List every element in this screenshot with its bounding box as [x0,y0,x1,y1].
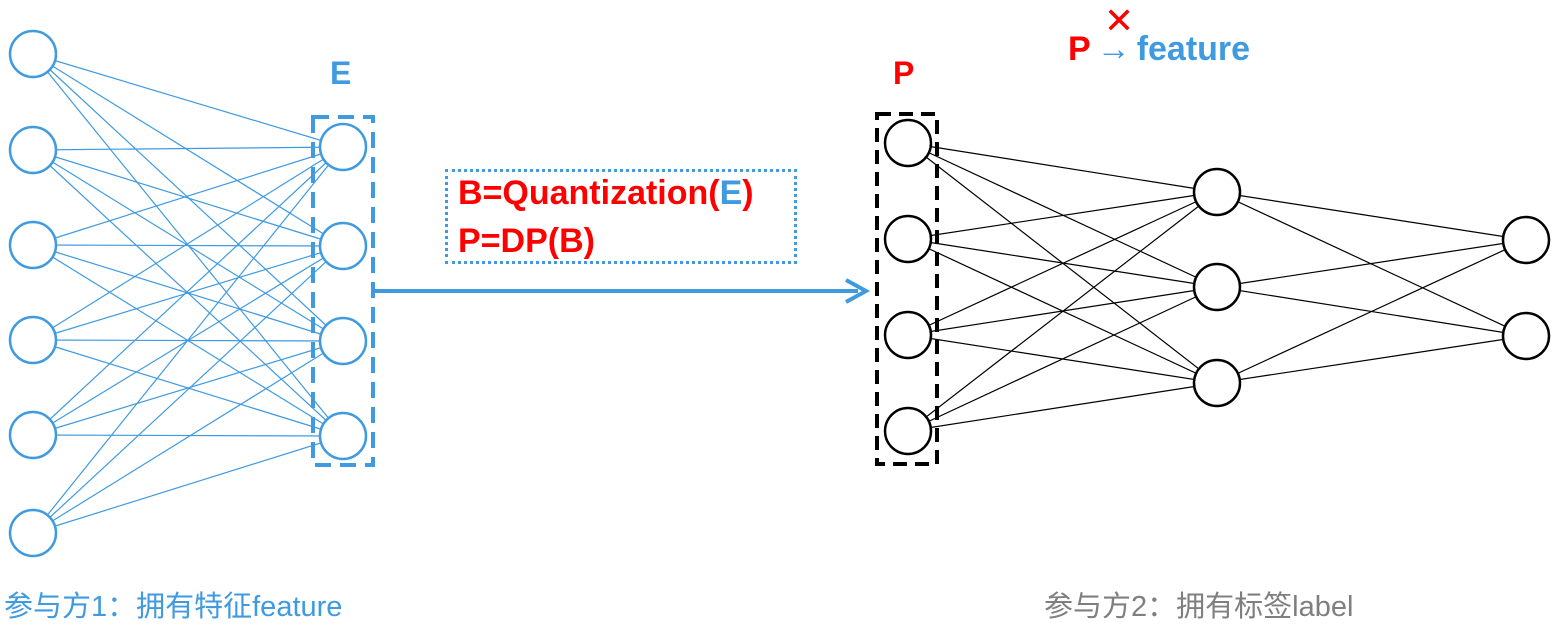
left-edge [32,146,344,534]
left-edge [32,245,344,341]
embedding-node [318,316,368,366]
left-edge [32,340,344,534]
dp-equation: P=DP(B) [458,222,595,260]
right-edge [1216,239,1527,288]
left-party-caption: 参与方1：拥有特征feature [4,591,343,623]
embedding-layer-label: E [330,55,352,91]
input-node [8,125,58,175]
mapping-from: P [1068,30,1091,68]
input-node [8,508,58,558]
blocked-cross-icon: ✕ [1104,0,1135,41]
embedding-node [318,221,368,271]
embedding-layer-box [311,115,375,467]
right-edge [907,286,1218,432]
left-edge [32,146,344,436]
embedding-node [318,122,368,172]
left-edge [32,146,344,341]
input-node [8,29,58,79]
mapping-to: feature [1136,30,1251,68]
right-edge [1216,239,1527,384]
right-edge [907,142,1218,193]
left-edge [32,435,344,534]
left-edge [32,146,344,151]
perturbed-layer-label: P [893,55,915,91]
output-node [1501,215,1551,265]
right-edge [907,382,1218,432]
perturbed-node [883,406,933,456]
equation-var-e: E [719,174,743,212]
transfer-arrow-head [845,278,871,304]
mapping-arrow: → [1096,30,1131,68]
right-edge [1216,191,1527,241]
left-edge [32,53,344,148]
left-edge [32,434,344,437]
right-edge [907,191,1218,240]
hidden-node [1192,262,1242,312]
input-node [8,410,58,460]
left-edge [32,340,344,436]
left-edge [32,245,344,534]
perturbed-node [883,118,933,168]
hidden-node [1192,358,1242,408]
perturbed-node [883,310,933,360]
left-edge [32,244,344,247]
perturbed-node [883,214,933,264]
input-node [8,220,58,270]
left-edge [32,146,344,246]
right-edge [1216,335,1527,384]
perturbed-input-box [875,112,939,466]
equation-box [445,169,797,264]
right-edge [907,191,1218,432]
right-edge [907,191,1218,336]
inference-mapping: P→feature [1068,30,1250,69]
right-party-caption: 参与方2：拥有标签label [1044,591,1354,623]
left-edge [32,53,344,247]
quantization-equation: B=Quantization(E) [458,174,754,212]
hidden-node [1192,167,1242,217]
input-node [8,315,58,365]
left-edge [32,149,344,247]
output-node [1501,311,1551,361]
embedding-node [318,411,368,461]
